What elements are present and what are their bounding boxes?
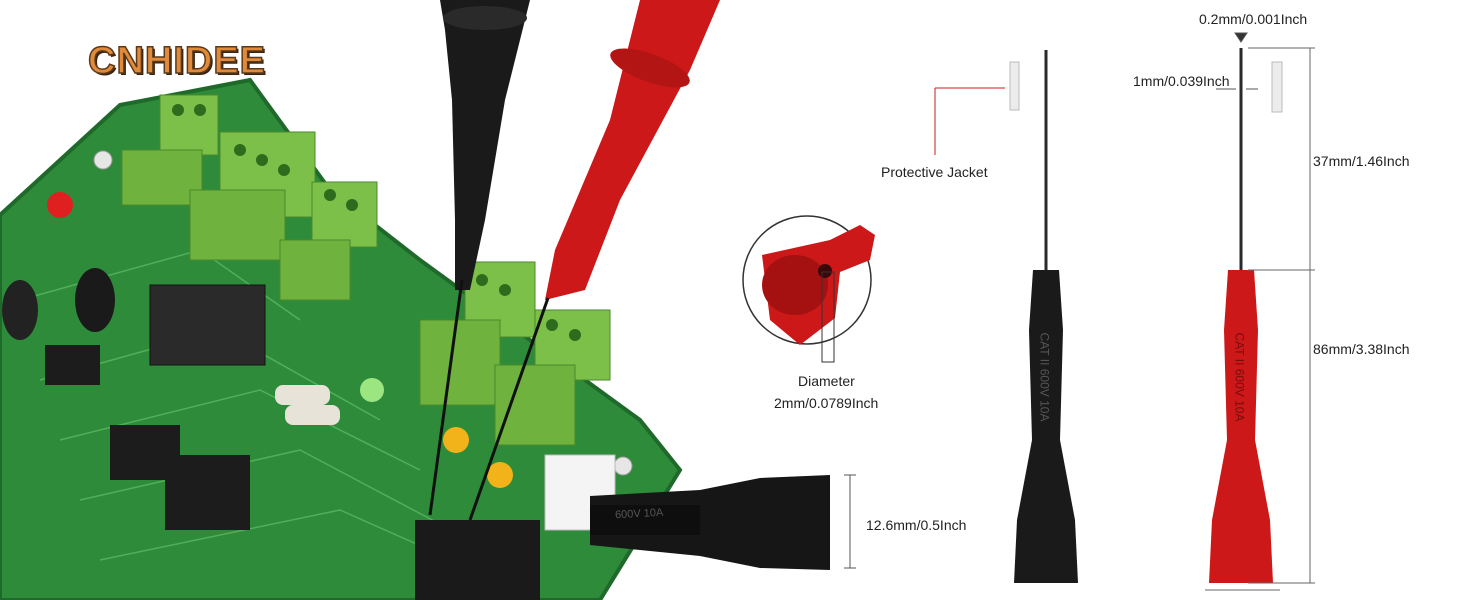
led-red bbox=[47, 192, 73, 218]
brand-logo: CNHIDEE bbox=[87, 39, 267, 83]
terminal-blocks bbox=[121, 94, 611, 446]
diameter-value-label: 2mm/0.0789Inch bbox=[774, 395, 879, 411]
relay bbox=[149, 284, 266, 366]
resistor bbox=[285, 405, 340, 425]
needle-length-label: 37mm/1.46Inch bbox=[1313, 153, 1410, 169]
cable-marking: 600V 10A bbox=[614, 506, 664, 522]
black-test-needle bbox=[1014, 50, 1078, 583]
regulator-chip bbox=[110, 425, 180, 480]
length-dimension-lines bbox=[1205, 47, 1315, 591]
diameter-title-label: Diameter bbox=[798, 373, 855, 389]
base-diameter-label: 12.6mm/0.5Inch bbox=[866, 517, 967, 533]
red-probe-marking: CAT II 600V 10A bbox=[1232, 332, 1247, 422]
base-diameter-dimension bbox=[844, 474, 856, 569]
protective-jacket-label: Protective Jacket bbox=[881, 164, 988, 180]
capacitor-yellow bbox=[443, 427, 469, 453]
red-probe bbox=[468, 0, 720, 521]
capacitor bbox=[2, 280, 38, 340]
black-probe-marking: CAT II 600V 10A bbox=[1037, 332, 1052, 422]
capacitor bbox=[75, 268, 115, 332]
probe-boot-cable bbox=[590, 475, 830, 570]
body-length-label: 86mm/3.38Inch bbox=[1313, 341, 1410, 357]
resistor bbox=[275, 385, 330, 405]
red-test-needle bbox=[1209, 48, 1283, 583]
protective-jacket-callout bbox=[934, 61, 1020, 155]
black-probe bbox=[428, 0, 530, 516]
tip-width-label: 0.2mm/0.001Inch bbox=[1199, 11, 1308, 27]
tip-dimension-markers bbox=[1216, 32, 1258, 90]
diameter-zoom bbox=[742, 215, 875, 363]
capacitor-yellow bbox=[487, 462, 513, 488]
needle-width-label: 1mm/0.039Inch bbox=[1133, 73, 1230, 89]
led-green bbox=[360, 378, 384, 402]
header-connector-black bbox=[415, 520, 540, 600]
